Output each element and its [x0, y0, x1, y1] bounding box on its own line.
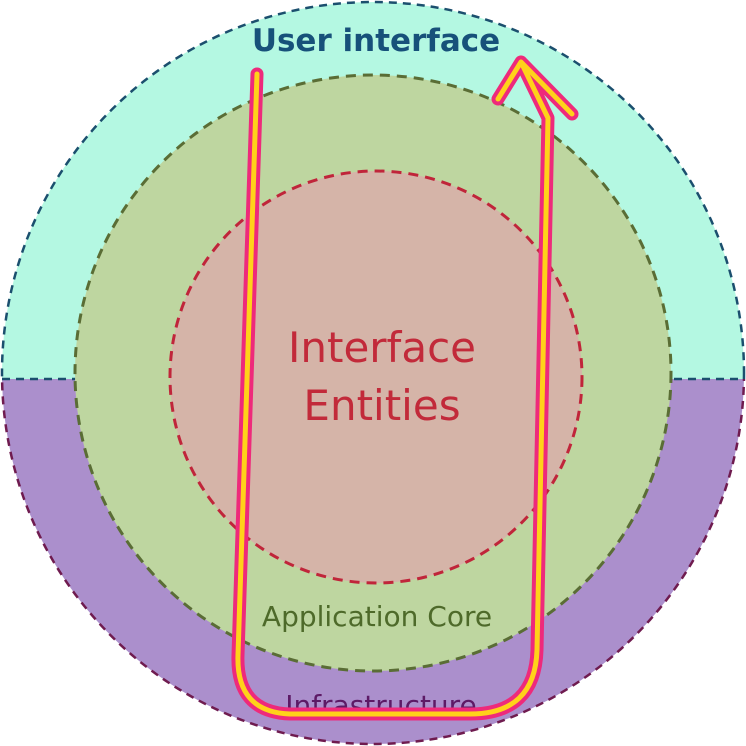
- flow-arrow: [231, 55, 579, 721]
- entities-label: Entities: [303, 381, 460, 430]
- interface-label: Interface: [288, 323, 476, 372]
- application-core-label: Application Core: [262, 600, 492, 633]
- flow-arrow-core: [235, 59, 575, 717]
- user-interface-label: User interface: [252, 23, 500, 59]
- interface-entities-region: [168, 169, 584, 585]
